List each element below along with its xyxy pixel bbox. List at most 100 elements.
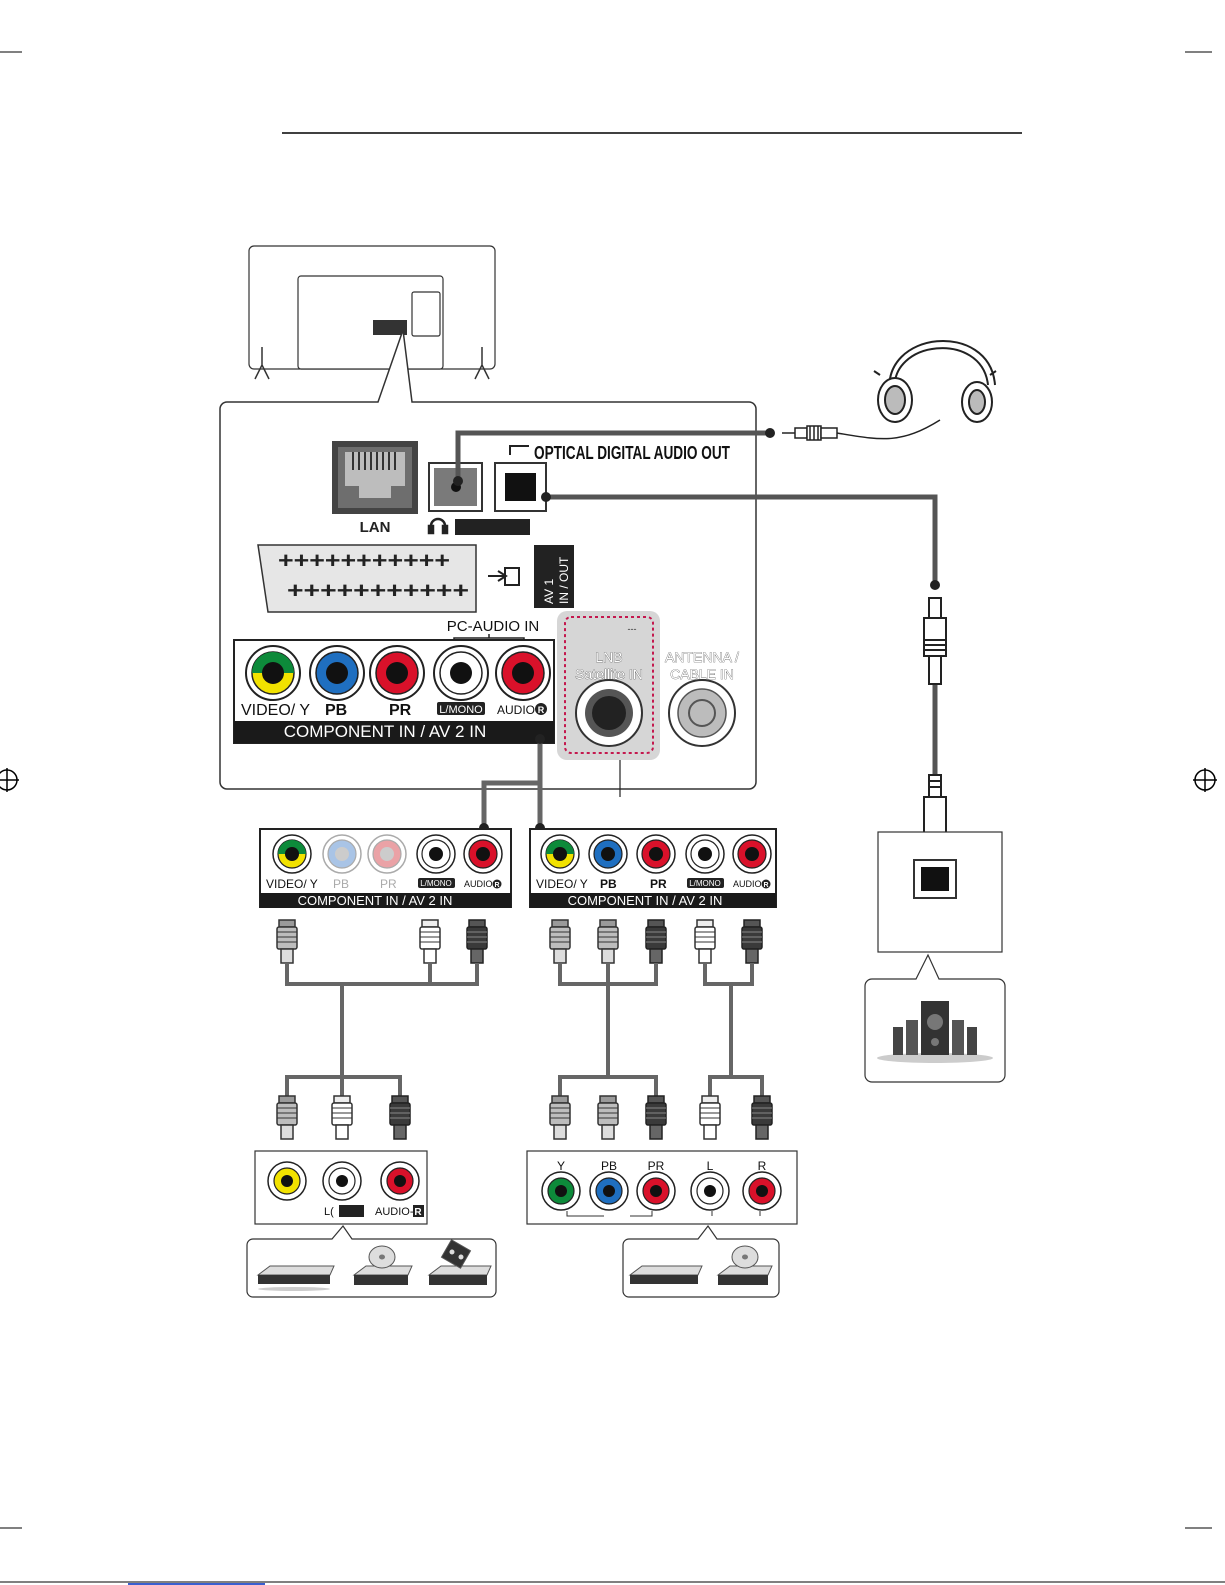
left-device-label-l: L( [324, 1206, 334, 1218]
registration-mark-left [0, 768, 19, 792]
left-audio-r-badge [492, 879, 502, 889]
optical-cable-node-mid [930, 580, 940, 590]
left-label-video-y: VIDEO/ Y [266, 877, 318, 891]
vcr-icon [427, 1239, 492, 1285]
headphone-icon [427, 517, 449, 535]
main-label-video-y: VIDEO/ Y [241, 702, 310, 719]
disc-player-icon-right [716, 1245, 773, 1285]
main-jack-pr [369, 645, 425, 701]
left-label-pr: PR [380, 877, 397, 891]
ethernet-port-icon [332, 441, 418, 514]
right-device-jack-pb [589, 1171, 629, 1211]
right-device-label-r: R [758, 1159, 767, 1173]
main-jack-l-mono [433, 645, 489, 701]
right-device-jack-l [690, 1171, 730, 1211]
tv-rear-view [248, 245, 496, 380]
dvd-player-icon [256, 1265, 335, 1291]
left-jack-audio-r [463, 834, 503, 874]
blank-label-bar [455, 519, 530, 535]
lnb-dc-symbol: --- [628, 624, 637, 634]
main-label-pr: PR [389, 702, 412, 719]
right-device-label-pb: PB [601, 1159, 617, 1173]
main-label-pb: PB [325, 702, 347, 719]
right-device-jack-r [742, 1171, 782, 1211]
antenna-label-line2: CABLE IN [670, 666, 734, 682]
main-jack-audio-r [495, 645, 551, 701]
crop-marks [0, 51, 1225, 1583]
right-jack-pr [636, 834, 676, 874]
right-component-bar-label: COMPONENT IN / AV 2 IN [568, 893, 723, 908]
main-label-audio-r: R [538, 705, 545, 715]
right-audio-r-badge [761, 879, 771, 889]
left-component-bar-label: COMPONENT IN / AV 2 IN [298, 893, 453, 908]
left-device-jack-audio-l [322, 1161, 362, 1201]
left-device-r-badge [413, 1205, 424, 1217]
lnb-label-line1: LNB [595, 649, 622, 665]
right-jack-video-y [540, 834, 580, 874]
left-jack-video-y [272, 834, 312, 874]
main-audio-r-badge [535, 703, 547, 715]
left-label-audio: AUDIO [464, 879, 493, 889]
main-component-bar-label: COMPONENT IN / AV 2 IN [284, 722, 486, 741]
speaker-system-icon [877, 1001, 993, 1063]
av1-badge [534, 545, 574, 608]
pc-audio-in-label: PC-AUDIO IN [447, 618, 540, 635]
headphones-icon [873, 340, 997, 423]
svg-text:+++++++++++: +++++++++++ [287, 578, 469, 603]
left-device-jack-audio-r [380, 1161, 420, 1201]
right-jack-pb [588, 834, 628, 874]
right-label-audio: AUDIO [733, 879, 762, 889]
left-cables [285, 963, 479, 1096]
left-jack-pr [367, 834, 407, 874]
scart-icon [488, 567, 520, 586]
right-label-l-mono: L/MONO [689, 879, 721, 888]
right-top-plugs [549, 919, 763, 964]
right-l-mono-badge [687, 878, 724, 888]
av1-label-line1: AV 1 [542, 579, 556, 604]
headphone-cable-node [453, 476, 463, 486]
right-jack-l-mono [685, 834, 725, 874]
left-device-label-audio: AUDIO- [375, 1206, 414, 1218]
optical-cable [546, 494, 938, 775]
right-device-jack-pr [636, 1171, 676, 1211]
main-label-audio: AUDIO [497, 703, 535, 717]
disc-player-icon [352, 1245, 413, 1285]
left-jack-pb [322, 834, 362, 874]
lan-label: LAN [360, 519, 391, 536]
headphone-cable-node-end [765, 428, 775, 438]
av1-label-line2: IN / OUT [557, 556, 571, 604]
left-top-plugs [276, 919, 488, 964]
right-device-brackets [566, 1211, 761, 1217]
optical-label: OPTICAL DIGITAL AUDIO OUT [534, 443, 730, 463]
right-device-label-pr: PR [648, 1159, 665, 1173]
left-l-mono-badge [418, 878, 455, 888]
cable-node-main [535, 734, 545, 744]
right-bottom-plugs [549, 1095, 773, 1140]
main-l-mono-badge [437, 702, 485, 715]
main-jack-video-y [245, 645, 301, 701]
right-label-audio-r: R [763, 882, 768, 889]
svg-text:+++++++++++: +++++++++++ [278, 548, 450, 573]
left-device-label-r: R [414, 1207, 422, 1218]
left-jack-l-mono [416, 834, 456, 874]
right-device-label-l: L [707, 1159, 714, 1173]
optical-plug-top [923, 597, 947, 685]
scart-port: +++++++++++ +++++++++++ [257, 544, 477, 613]
lnb-label-line2: Satellite IN [575, 666, 643, 682]
headphone-cable [455, 430, 770, 481]
left-device-l-badge [339, 1205, 364, 1217]
right-label-pr: PR [650, 877, 667, 891]
left-device-jack-video [267, 1161, 307, 1201]
right-device-label-y: Y [557, 1159, 565, 1173]
headphone-port [428, 462, 483, 512]
antenna-label-line1: ANTENNA / [665, 649, 739, 665]
optical-cable-node [541, 492, 551, 502]
right-label-pb: PB [600, 877, 617, 891]
optical-port-icon [494, 462, 547, 512]
headphone-jack-plug [782, 419, 941, 441]
right-cables [558, 963, 764, 1096]
main-label-l-mono: L/MONO [439, 704, 483, 716]
left-label-pb: PB [333, 877, 349, 891]
right-device-jack-y [541, 1171, 581, 1211]
